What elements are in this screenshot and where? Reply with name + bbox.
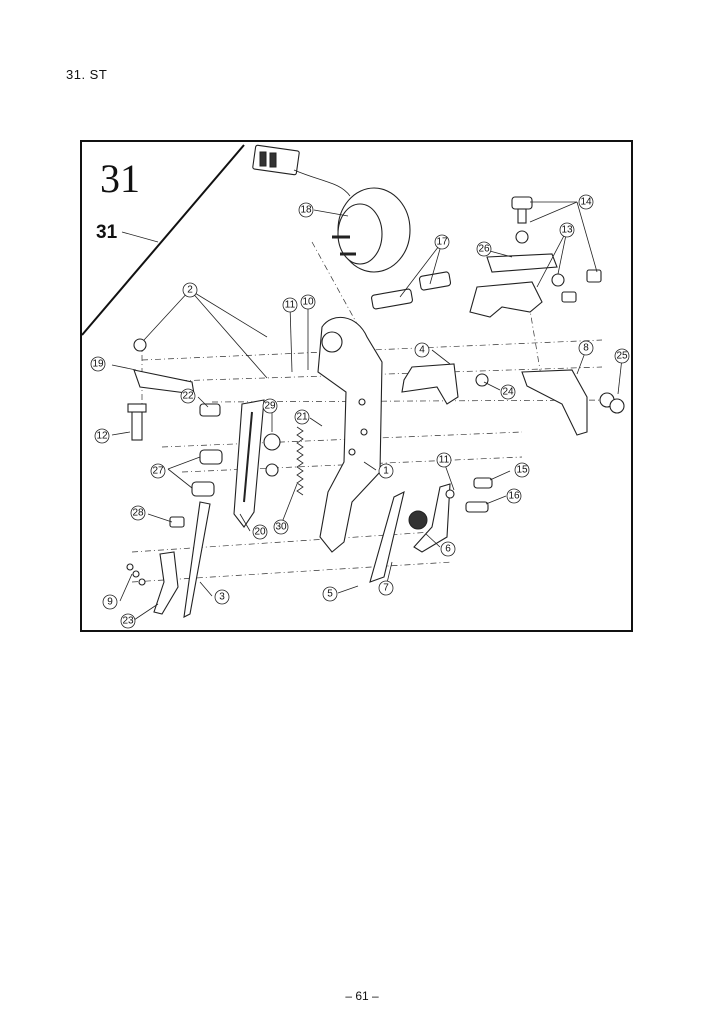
callout-20: 20 xyxy=(252,524,268,540)
svg-text:28: 28 xyxy=(132,508,144,519)
svg-text:14: 14 xyxy=(580,197,592,208)
callout-5: 5 xyxy=(322,586,338,602)
svg-text:15: 15 xyxy=(516,465,528,476)
svg-text:27: 27 xyxy=(152,466,164,477)
svg-text:7: 7 xyxy=(383,583,389,594)
section-heading: 31. ST xyxy=(66,67,108,82)
leader-lines xyxy=(111,201,623,621)
upper-bracket-part xyxy=(371,196,602,318)
callout-6: 6 xyxy=(440,541,456,557)
page-number: – 61 – xyxy=(345,989,379,1003)
callout-14: 14 xyxy=(578,194,594,210)
lower-levers-part xyxy=(126,501,211,618)
callout-4: 4 xyxy=(414,342,430,358)
svg-text:29: 29 xyxy=(264,401,276,412)
callout-8: 8 xyxy=(578,340,594,356)
svg-text:5: 5 xyxy=(327,589,333,600)
callout-22: 22 xyxy=(180,388,196,404)
main-plate-part xyxy=(317,316,383,553)
svg-text:13: 13 xyxy=(561,225,573,236)
left-link-part xyxy=(127,338,195,441)
callout-3: 3 xyxy=(214,589,230,605)
callout-1: 1 xyxy=(378,463,394,479)
figure-corner-label: 31 xyxy=(96,222,118,243)
callout-29: 29 xyxy=(262,398,278,414)
svg-text:11: 11 xyxy=(285,300,296,311)
callout-28: 28 xyxy=(130,505,146,521)
svg-text:23: 23 xyxy=(122,616,134,627)
svg-text:6: 6 xyxy=(445,544,451,555)
callout-10: 10 xyxy=(300,294,316,310)
svg-text:17: 17 xyxy=(436,237,448,248)
svg-text:4: 4 xyxy=(419,345,425,356)
callout-17: 17 xyxy=(434,234,450,250)
corner-label-leader xyxy=(121,231,159,243)
svg-text:11: 11 xyxy=(439,455,450,466)
corner-divider-line xyxy=(82,144,245,336)
svg-text:24: 24 xyxy=(502,387,514,398)
svg-text:21: 21 xyxy=(296,412,308,423)
svg-text:10: 10 xyxy=(302,297,314,308)
callout-24: 24 xyxy=(500,384,516,400)
callout-30: 30 xyxy=(273,519,289,535)
callout-12: 12 xyxy=(94,428,110,444)
callout-19: 19 xyxy=(90,356,106,372)
callout-9: 9 xyxy=(102,594,118,610)
svg-text:30: 30 xyxy=(275,522,287,533)
callout-18: 18 xyxy=(298,202,314,218)
callout-16: 16 xyxy=(506,488,522,504)
right-levers-part xyxy=(369,477,493,583)
svg-text:19: 19 xyxy=(92,359,104,370)
svg-text:16: 16 xyxy=(508,491,520,502)
svg-text:22: 22 xyxy=(182,391,194,402)
svg-text:25: 25 xyxy=(616,351,628,362)
callout-23: 23 xyxy=(120,613,136,629)
callout-11-upper: 11 xyxy=(282,297,298,313)
callout-15: 15 xyxy=(514,462,530,478)
motor-part xyxy=(252,144,411,273)
svg-text:18: 18 xyxy=(300,205,312,216)
exploded-parts-diagram: 31 31 xyxy=(80,140,633,632)
side-brackets-part xyxy=(401,363,625,436)
svg-text:8: 8 xyxy=(583,343,589,354)
callout-11-lower: 11 xyxy=(436,452,452,468)
diagram-svg: 31 31 xyxy=(82,144,630,629)
svg-text:3: 3 xyxy=(219,592,225,603)
callout-25: 25 xyxy=(614,348,630,364)
slotted-bar-part xyxy=(169,399,304,528)
figure-number: 31 xyxy=(100,156,140,201)
svg-text:12: 12 xyxy=(96,431,108,442)
svg-text:9: 9 xyxy=(107,597,113,608)
svg-text:1: 1 xyxy=(383,466,389,477)
svg-text:20: 20 xyxy=(254,527,266,538)
callout-13: 13 xyxy=(559,222,575,238)
callout-2: 2 xyxy=(182,282,198,298)
callout-7: 7 xyxy=(378,580,394,596)
svg-text:2: 2 xyxy=(187,285,193,296)
callout-21: 21 xyxy=(294,409,310,425)
svg-text:26: 26 xyxy=(478,244,490,255)
callout-27: 27 xyxy=(150,463,166,479)
callout-26: 26 xyxy=(476,241,492,257)
